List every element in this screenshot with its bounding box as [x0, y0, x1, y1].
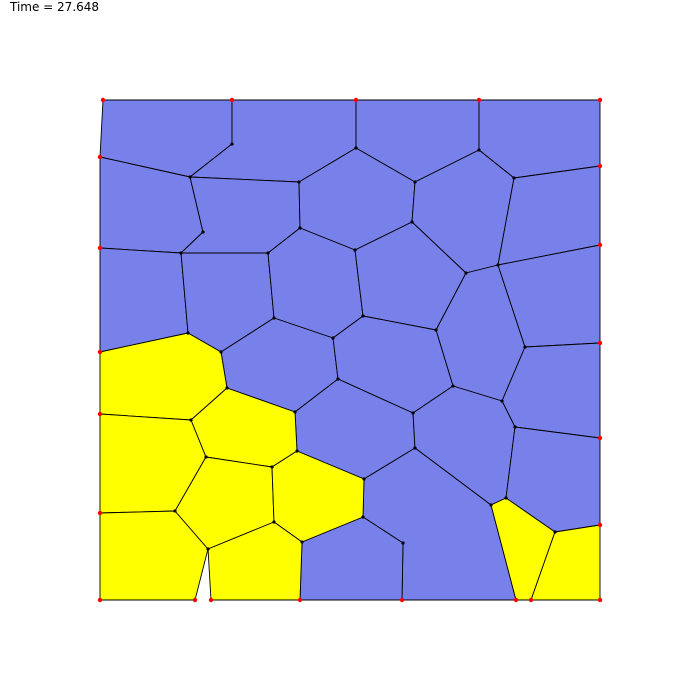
- vertex-b2: [179, 251, 183, 255]
- boundary-vertex-I: [97, 411, 103, 417]
- vertex-f7: [553, 530, 557, 534]
- vertex-a3: [297, 180, 301, 184]
- vertex-b4: [266, 251, 270, 255]
- cell-yellow-7: [207, 521, 303, 601]
- vertex-a4: [354, 146, 358, 150]
- vertices-layer: [97, 97, 603, 603]
- cells-layer: [99, 99, 601, 601]
- time-label: Time = 27.648: [10, 0, 100, 14]
- boundary-vertex-K: [97, 597, 103, 603]
- vertex-c1: [186, 331, 190, 335]
- boundary-vertex-H: [97, 349, 103, 355]
- boundary-vertex-J: [97, 510, 103, 516]
- vertex-b1: [201, 230, 205, 234]
- vertex-a7: [512, 176, 516, 180]
- vertex-a5: [413, 180, 417, 184]
- vertex-b7: [464, 271, 468, 275]
- boundary-vertex-R: [597, 597, 603, 603]
- boundary-vertex-Q: [528, 597, 534, 603]
- vertex-e3: [270, 465, 274, 469]
- vertex-e4: [295, 449, 299, 453]
- vertex-d4: [411, 411, 415, 415]
- vertex-a1: [188, 175, 192, 179]
- vertex-f6: [504, 496, 508, 500]
- boundary-vertex-D: [476, 97, 482, 103]
- boundary-vertex-C: [353, 97, 359, 103]
- vertex-d2: [293, 410, 297, 414]
- vertex-d1: [225, 386, 229, 390]
- vertex-c5: [361, 314, 365, 318]
- vertex-f2: [272, 520, 276, 524]
- vertex-a6: [477, 148, 481, 152]
- vertex-b5: [353, 248, 357, 252]
- vertex-f1: [173, 509, 177, 513]
- boundary-vertex-T: [597, 242, 603, 248]
- vertex-b3: [298, 226, 302, 230]
- boundary-vertex-B: [229, 97, 235, 103]
- vertex-g1: [206, 547, 210, 551]
- vertex-b6: [410, 220, 414, 224]
- boundary-vertex-S: [597, 163, 603, 169]
- cell-yellow-3: [99, 510, 209, 601]
- vertex-c3: [272, 316, 276, 320]
- boundary-vertex-E: [597, 97, 603, 103]
- vertex-f3: [361, 515, 365, 519]
- vertex-f5: [489, 503, 493, 507]
- boundary-vertex-P: [513, 597, 519, 603]
- vertex-e5: [413, 446, 417, 450]
- vertex-c6: [434, 328, 438, 332]
- vertex-b8: [496, 263, 500, 267]
- boundary-vertex-O: [399, 597, 405, 603]
- boundary-vertex-L: [192, 597, 198, 603]
- boundary-vertex-V: [597, 435, 603, 441]
- boundary-vertex-W: [597, 522, 603, 528]
- boundary-vertex-A: [100, 97, 106, 103]
- vertex-g2: [300, 540, 304, 544]
- vertex-d6: [500, 399, 504, 403]
- vertex-a2: [230, 142, 234, 146]
- boundary-vertex-U: [597, 340, 603, 346]
- vertex-c4: [331, 336, 335, 340]
- vertex-e2: [204, 455, 208, 459]
- vertex-e6: [513, 425, 517, 429]
- vertex-f4: [362, 477, 366, 481]
- boundary-vertex-G: [97, 245, 103, 251]
- vertex-d5: [451, 384, 455, 388]
- vertex-d3: [336, 377, 340, 381]
- vertex-e1: [189, 418, 193, 422]
- vertex-c7: [523, 345, 527, 349]
- vertex-c2: [219, 350, 223, 354]
- boundary-vertex-M: [208, 597, 214, 603]
- boundary-vertex-N: [297, 597, 303, 603]
- boundary-vertex-F: [97, 154, 103, 160]
- vertex-g3: [401, 541, 405, 545]
